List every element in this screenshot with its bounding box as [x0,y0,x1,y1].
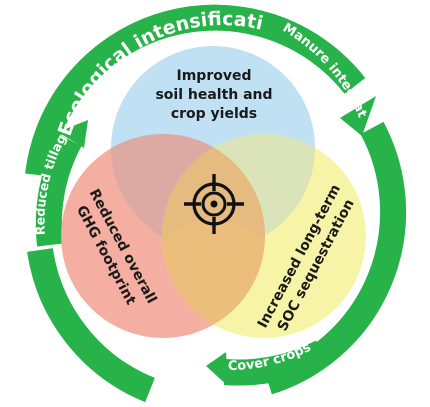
ring-arc-bottom [223,340,329,386]
ring-arrowhead-top-right [340,96,376,136]
circle-top-text: Improved soil health and crop yields [155,68,272,122]
ring-arc-lower-left [27,247,156,403]
ring-arrow-group [25,4,407,403]
ring-arrowhead-bottom [206,352,228,386]
ring-arc-left [35,133,82,247]
ring-arc-main [25,4,366,177]
top-line-1: Improved [177,68,252,84]
ring-arrowhead-left [58,120,88,148]
top-line-2: soil health and [155,87,272,103]
top-line-3: crop yields [171,106,257,122]
target-icon [184,174,244,234]
